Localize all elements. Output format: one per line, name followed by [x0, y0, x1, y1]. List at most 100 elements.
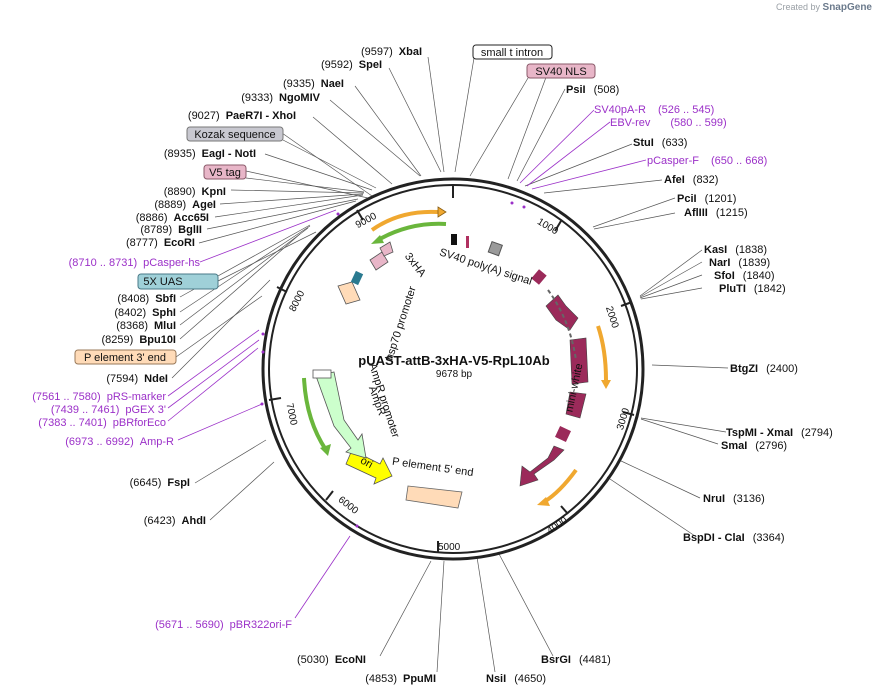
primer-dot-7 — [355, 524, 359, 528]
label-sv40-polya: SV40 poly(A) signal — [438, 246, 534, 287]
site-bspdi-clai: BspDI - ClaI(3364) — [683, 532, 785, 544]
site-ppumi: (4853)PpuMI — [365, 673, 436, 685]
label-ori: ori — [358, 455, 374, 471]
p-element-3-block — [337, 281, 361, 305]
site-smai: SmaI(2796) — [721, 440, 787, 452]
primer-sv40pa-r: SV40pA-R(526 .. 545) — [594, 104, 714, 116]
sv40-nls-box — [526, 63, 596, 79]
small-t-intron-box — [472, 44, 553, 60]
site-sphi: (8402)SphI — [114, 307, 176, 319]
mini-white-arrow — [519, 445, 565, 487]
backbone-inner — [268, 184, 638, 554]
site-spei: (9592)SpeI — [321, 59, 382, 71]
tick-2000: 2000 — [603, 305, 620, 330]
primer-dot-4 — [261, 332, 265, 336]
mini-white-seg-4 — [565, 391, 587, 419]
primer-ebv-rev: EBV-rev(580 .. 599) — [610, 117, 727, 129]
orange-arrow-lower — [542, 468, 578, 504]
label-hsp70: hsp70 promoter — [384, 285, 419, 362]
site-kasi: KasI(1838) — [704, 244, 767, 256]
site-psii: PsiI(508) — [566, 84, 619, 96]
site-xbai: (9597)XbaI — [361, 46, 422, 58]
site-pcii: PciI(1201) — [677, 193, 736, 205]
credit-brand: SnapGene — [822, 2, 872, 13]
sv40-nls-label: SV40 NLS — [535, 66, 586, 78]
sv40-polya-block — [487, 240, 503, 257]
site-paer7i-xhoi: (9027)PaeR7I - XhoI — [188, 110, 296, 122]
primer-pgex-3: (7439 .. 7461)pGEX 3' — [51, 404, 166, 416]
primer-pbrforeco: (7383 .. 7401)pBRforEco — [38, 417, 166, 429]
small-t-intron-label: small t intron — [481, 47, 543, 59]
site-nari: NarI(1839) — [709, 257, 770, 269]
site-ngomiv: (9333)NgoMIV — [241, 92, 320, 104]
site-sfoi: SfoI(1840) — [714, 270, 775, 282]
ha-block — [379, 241, 394, 257]
site-econi: (5030)EcoNI — [297, 654, 366, 666]
site-afei: AfeI(832) — [664, 174, 718, 186]
site-agei: (8889)AgeI — [154, 199, 216, 211]
site-mlui: (8368)MluI — [116, 320, 176, 332]
inner-features — [260, 201, 611, 528]
marker-black — [451, 234, 457, 245]
feature-boxes: small t intron SV40 NLS Kozak sequence V… — [74, 44, 596, 365]
green-arrow-left — [302, 377, 328, 452]
v5-tag-box — [203, 164, 247, 180]
mini-white-seg-5 — [555, 426, 571, 442]
kozak-label: Kozak sequence — [194, 129, 275, 141]
orange-arrow-right-head — [601, 380, 611, 389]
primer-lines — [167, 109, 647, 619]
primer-dot-1 — [510, 201, 514, 205]
orange-arrow-lower-head — [537, 497, 550, 506]
marker-pink — [466, 236, 469, 248]
tick-5000: 5000 — [438, 542, 461, 553]
label-p-element-5: P element 5' end — [391, 456, 474, 479]
orange-arrow-top-head — [437, 206, 447, 218]
kozak-box — [186, 126, 284, 142]
p-element-3-label: P element 3' end — [84, 352, 166, 364]
site-btgzi: BtgZI(2400) — [730, 363, 798, 375]
site-stui: StuI(633) — [633, 137, 687, 149]
orange-arrow-right — [596, 325, 608, 381]
primer-dot-3 — [336, 212, 340, 216]
box-lines — [175, 57, 529, 358]
site-ndei: (7594)NdeI — [106, 373, 168, 385]
v5-tag-label: V5 tag — [209, 167, 241, 179]
mini-white-seg-1 — [531, 269, 547, 285]
rs-labels-bottom: BsrGI(4481) NsiI(4650) (4853)PpuMI (5030… — [297, 654, 611, 685]
uas-label: 5X UAS — [143, 276, 182, 288]
primer-dot-2 — [522, 205, 526, 209]
p-element-5-box — [405, 485, 463, 509]
ampr-arrow — [315, 371, 367, 459]
site-bglii: (8789)BglII — [140, 224, 202, 236]
green-arrow-top-head — [371, 235, 384, 244]
p-element-3-box — [74, 349, 177, 365]
primer-pcasper-f: pCasper-F(650 .. 668) — [647, 155, 767, 167]
site-naei: (9335)NaeI — [283, 78, 344, 90]
green-arrow-top — [377, 221, 447, 242]
mini-white-seg-2 — [545, 294, 579, 331]
primer-dot-5 — [261, 350, 265, 354]
site-eagi-noti: (8935)EagI - NotI — [164, 148, 256, 160]
rs-labels-right: PsiI(508) StuI(633) AfeI(832) PciI(1201)… — [566, 84, 833, 544]
primer-dot-6 — [260, 402, 264, 406]
site-ahdi: (6423)AhdI — [144, 515, 206, 527]
primer-prs-marker: (7561 .. 7580)pRS-marker — [32, 391, 166, 403]
site-fspi: (6645)FspI — [130, 477, 190, 489]
mini-white-dashes — [547, 289, 577, 361]
site-afliii: AflIII(1215) — [684, 207, 748, 219]
plasmid-size: 9678 bp — [436, 369, 473, 380]
site-nsii: NsiI(4650) — [486, 673, 546, 685]
green-arrow-left-head — [320, 444, 331, 456]
plasmid-name: pUAST-attB-3xHA-V5-RpL10Ab — [358, 353, 549, 368]
tick-marks — [268, 186, 635, 553]
tick-1000: 1000 — [535, 216, 560, 237]
credit-prefix: Created by — [775, 2, 821, 12]
credit-watermark: Created by SnapGene — [776, 2, 872, 13]
primer-pbr322ori-f: (5671 .. 5690)pBR322ori-F — [155, 619, 292, 631]
tick-7000: 7000 — [283, 402, 298, 426]
uas-block — [350, 270, 364, 286]
site-tspmi-xmai: TspMI - XmaI(2794) — [726, 427, 833, 439]
tick-8000: 8000 — [287, 288, 307, 313]
primer-pcasper-hs: (8710 .. 8731)pCasper-hs — [69, 257, 201, 269]
